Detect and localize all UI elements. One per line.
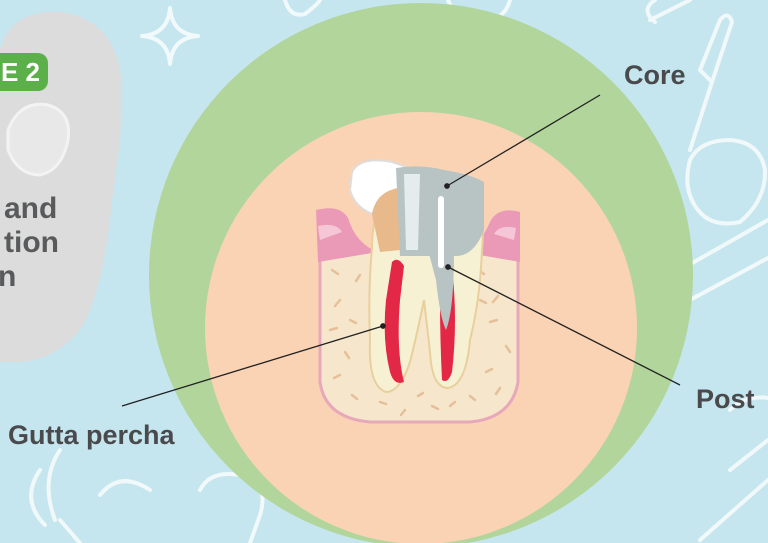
core-leader-dot (445, 184, 449, 188)
core-highlight (404, 174, 420, 250)
gutta-percha-leader-dot (381, 324, 385, 328)
toothbrush-icon (690, 15, 732, 150)
step-badge: E 2 (0, 53, 48, 91)
post-highlight (438, 196, 444, 268)
side-heading-line: tion (4, 226, 70, 260)
side-heading-line: and (4, 192, 70, 226)
tooth-outline-icon (100, 474, 263, 543)
label-post: Post (696, 384, 755, 414)
tooth-outline-icon (687, 140, 765, 224)
side-heading-line: n (0, 260, 68, 294)
toothbrush-icon (31, 450, 80, 543)
post-leader-dot (446, 265, 450, 269)
floss-icon (680, 220, 768, 300)
floss-icon (648, 0, 691, 22)
floss-icon (700, 480, 768, 540)
side-heading: and tion n (0, 192, 70, 294)
label-core: Core (624, 60, 686, 90)
tooth-outline-icon (285, 0, 320, 15)
label-gutta-percha: Gutta percha (8, 420, 175, 450)
sparkle-icon (142, 8, 198, 64)
